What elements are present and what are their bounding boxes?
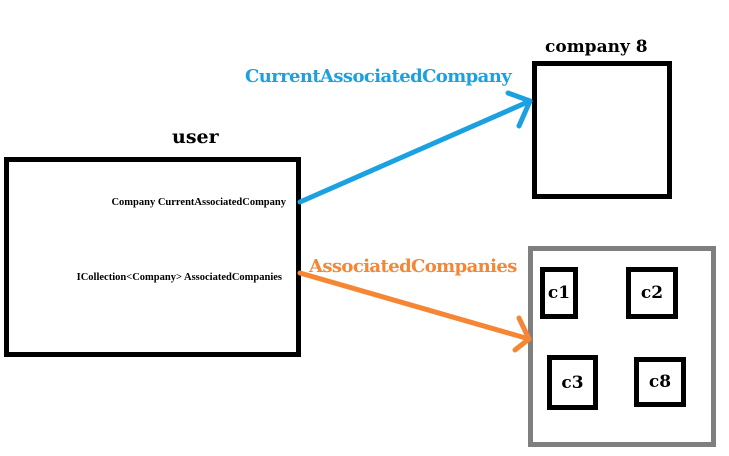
relation-label-associated-companies: AssociatedCompanies: [309, 256, 517, 277]
company-c2-box: c2: [626, 267, 678, 319]
company-c1-box: c1: [540, 267, 578, 319]
company-c8-label: c8: [648, 372, 672, 392]
field-associated-companies: ICollection<Company> AssociatedCompanies: [76, 272, 282, 283]
company-c1-label: c1: [547, 283, 571, 303]
company8-title: company 8: [545, 37, 648, 57]
company-c3-label: c3: [561, 372, 584, 393]
company-c3-box: c3: [547, 355, 598, 410]
user-entity-box: Company CurrentAssociatedCompany ICollec…: [4, 157, 301, 357]
user-title: user: [172, 126, 219, 148]
relation-label-current-associated-company: CurrentAssociatedCompany: [245, 66, 512, 87]
company-c8-box: c8: [634, 357, 686, 407]
company-c2-label: c2: [640, 283, 664, 303]
current-associated-company-arrow: [297, 90, 533, 205]
associated-companies-arrow: [297, 270, 532, 353]
company8-box: [532, 61, 672, 199]
field-current-associated-company: Company CurrentAssociatedCompany: [111, 197, 286, 208]
